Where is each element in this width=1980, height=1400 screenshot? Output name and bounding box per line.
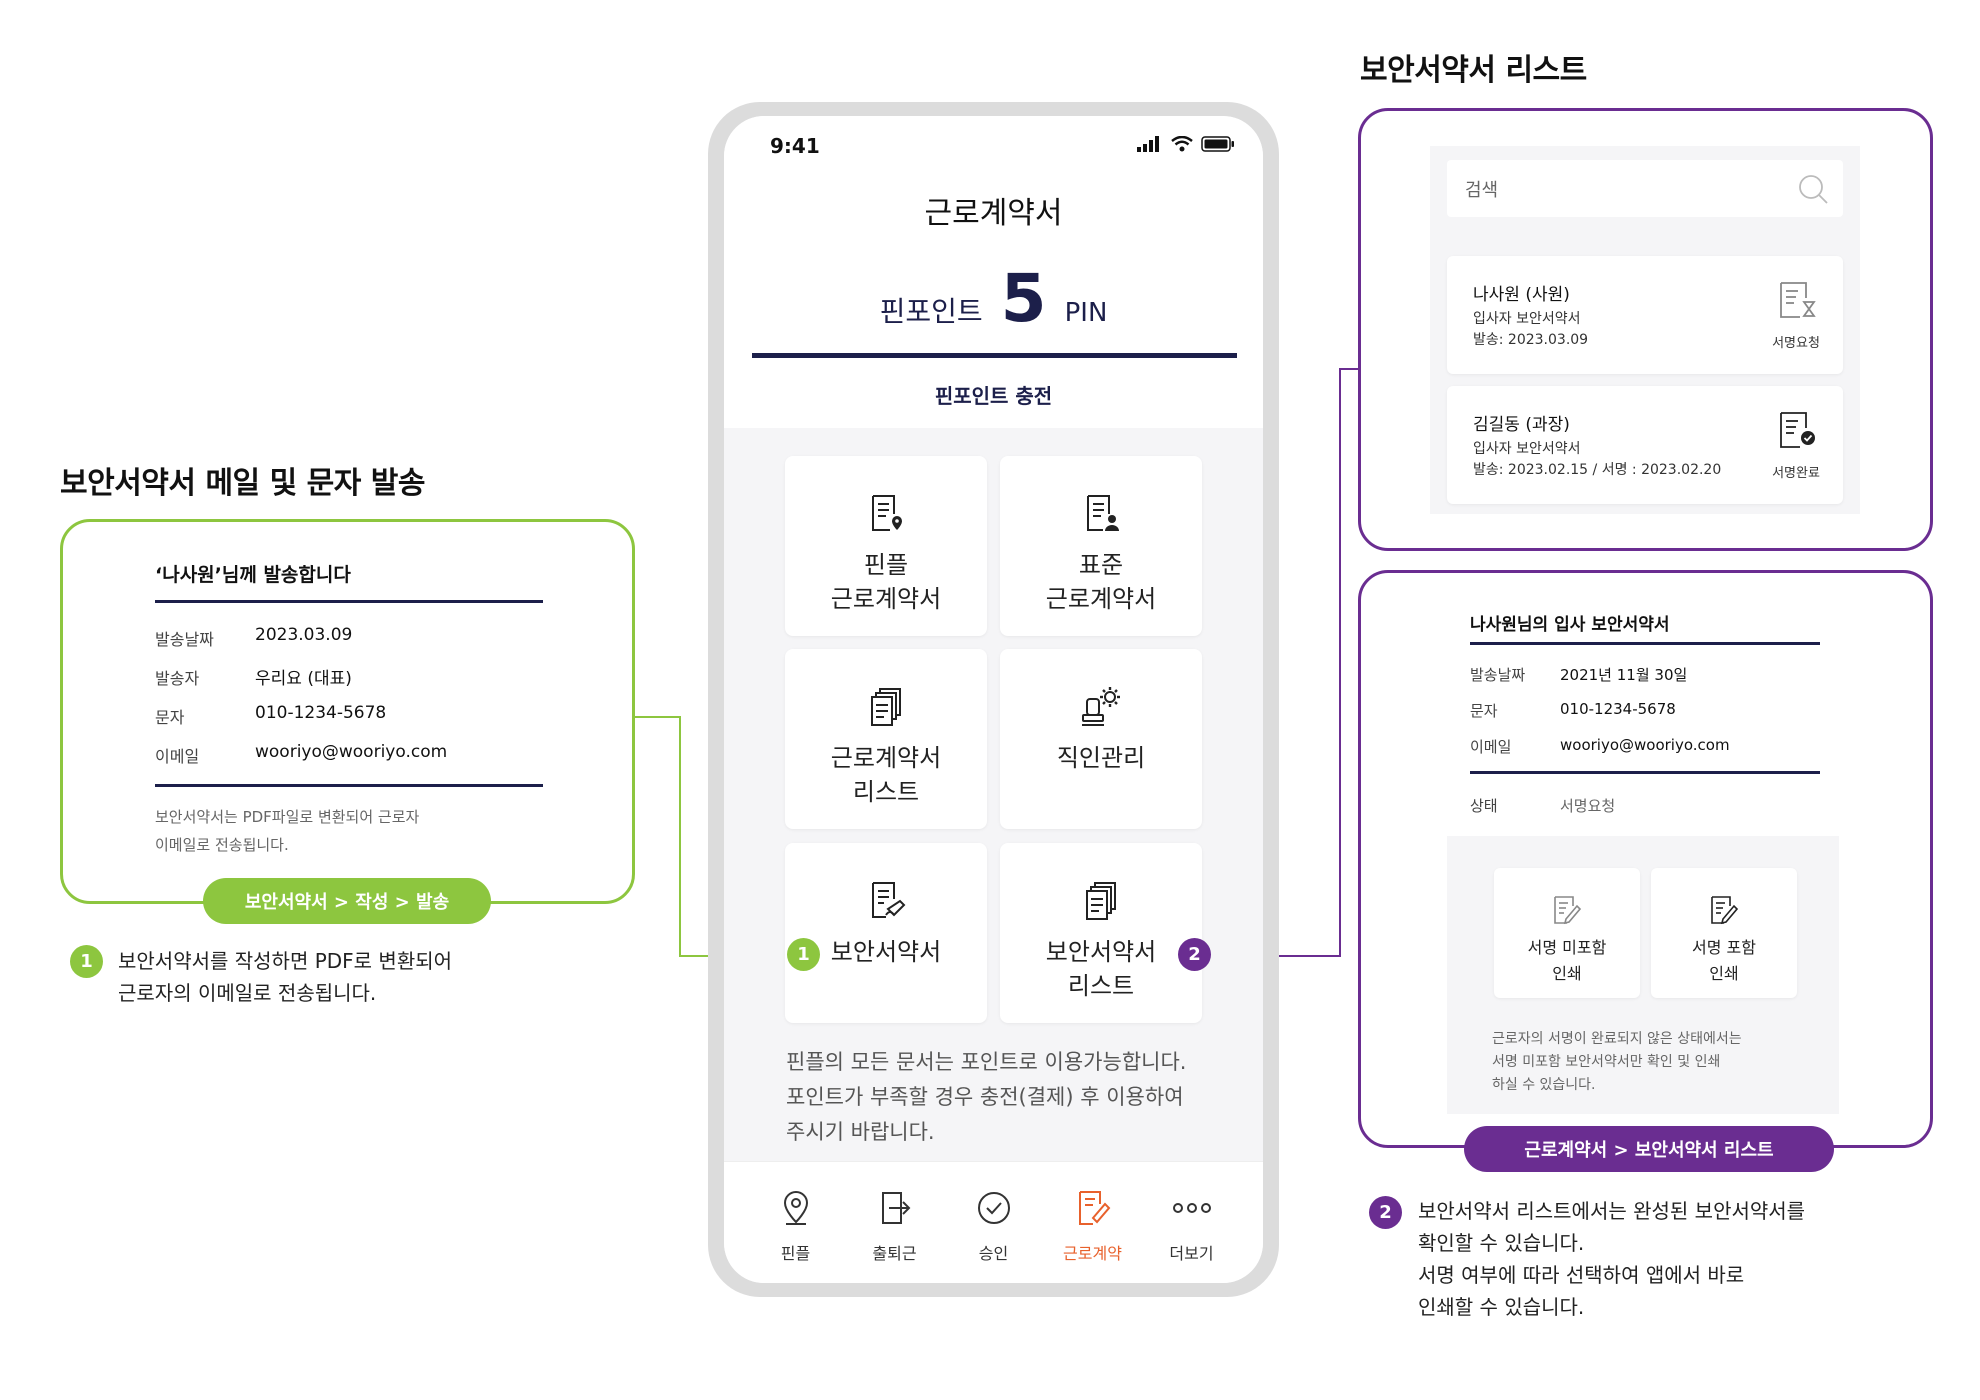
email-value: wooriyo@wooriyo.com	[255, 742, 448, 762]
detail-date-value: 2021년 11월 30일	[1560, 666, 1688, 684]
step-badge-2: 2	[1178, 938, 1211, 971]
tile-seal-management[interactable]: 직인관리	[1000, 649, 1202, 829]
send-date-label: 발송날짜	[155, 630, 214, 649]
tile-pinple-contract[interactable]: 핀플 근로계약서	[785, 456, 987, 636]
tile-security-pledge-list[interactable]: 보안서약서 리스트	[1000, 843, 1202, 1023]
email-label: 이메일	[155, 747, 200, 766]
divider	[1470, 642, 1820, 645]
tile-label: 근로계약서 리스트	[830, 744, 942, 806]
divider	[155, 784, 543, 787]
document-check-icon	[1776, 410, 1816, 454]
location-pin-icon	[776, 1188, 816, 1232]
document-edit-icon	[1494, 894, 1640, 926]
more-dots-icon	[1170, 1188, 1214, 1232]
document-pin-icon	[785, 492, 987, 536]
tile-standard-contract[interactable]: 표준 근로계약서	[1000, 456, 1202, 636]
tile-label: 핀플 근로계약서	[830, 551, 942, 613]
door-enter-icon	[875, 1188, 915, 1232]
page-title: 근로계약서	[924, 196, 1063, 231]
send-preview-panel	[60, 519, 635, 904]
tile-label: 표준 근로계약서	[1045, 551, 1157, 613]
detail-status-value: 서명요청	[1560, 797, 1616, 815]
search-icon[interactable]	[1797, 173, 1829, 209]
print-signed-button[interactable]: 서명 포함 인쇄	[1651, 868, 1797, 998]
connector-line	[635, 716, 680, 718]
detail-email-label: 이메일	[1470, 738, 1512, 756]
points-label: 핀포인트	[879, 295, 983, 328]
divider	[155, 600, 543, 603]
step-1-description: 보안서약서를 작성하면 PDF로 변환되어 근로자의 이메일로 전송됩니다.	[118, 949, 453, 1005]
search-box[interactable]: 검색	[1447, 160, 1843, 217]
document-sign-icon	[785, 879, 987, 923]
detail-sms-value: 010-1234-5678	[1560, 700, 1676, 718]
list-item[interactable]: 나사원 (사원) 입사자 보안서약서 발송: 2023.03.09 서명요청	[1447, 256, 1843, 374]
tile-contract-list[interactable]: 근로계약서 리스트	[785, 649, 987, 829]
path-pill-list: 근로계약서 > 보안서약서 리스트	[1464, 1126, 1834, 1172]
status-indicator: 서명요청	[1767, 280, 1825, 351]
points-notice: 핀플의 모든 문서는 포인트로 이용가능합니다. 포인트가 부족할 경우 충전(…	[786, 1050, 1187, 1144]
path-pill-send: 보안서약서 > 작성 > 발송	[203, 878, 491, 924]
tile-label: 보안서약서	[830, 938, 942, 966]
status-time: 9:41	[770, 134, 820, 158]
document-stack-icon	[1000, 879, 1202, 923]
battery-icon	[1201, 136, 1235, 156]
search-input[interactable]: 검색	[1465, 180, 1499, 201]
charge-points-button[interactable]: 핀포인트 충전	[934, 384, 1053, 408]
wifi-icon	[1171, 135, 1193, 156]
points-display: 핀포인트 5 PIN	[724, 266, 1263, 332]
tile-label: 보안서약서 리스트	[1045, 938, 1157, 1000]
signal-icon	[1137, 136, 1163, 156]
connector-line	[679, 716, 681, 956]
tab-pinple[interactable]: 핀플	[751, 1162, 841, 1283]
send-note: 보안서약서는 PDF파일로 변환되어 근로자 이메일로 전송됩니다.	[155, 808, 420, 854]
detail-sms-label: 문자	[1470, 702, 1498, 720]
sms-label: 문자	[155, 708, 185, 727]
tile-label: 직인관리	[1056, 744, 1146, 772]
phone-screen: 9:41 근로계약서 핀포인트 5 PIN 핀포인트 충전 핀플 근로계약서	[724, 116, 1263, 1283]
connector-line	[1339, 368, 1359, 370]
detail-heading: 나사원님의 입사 보안서약서	[1470, 615, 1670, 635]
sender-label: 발송자	[155, 669, 200, 688]
tile-security-pledge[interactable]: 보안서약서	[785, 843, 987, 1023]
step-badge-2: 2	[1369, 1196, 1402, 1229]
document-hourglass-icon	[1776, 280, 1816, 324]
detail-status-label: 상태	[1470, 797, 1498, 815]
sms-value: 010-1234-5678	[255, 703, 387, 723]
sender-value: 우리요 (대표)	[255, 669, 352, 689]
document-stack-icon	[785, 685, 987, 729]
send-heading: ‘나사원’님께 발송합니다	[155, 564, 351, 586]
points-header	[724, 116, 1263, 428]
status-indicator: 서명완료	[1767, 410, 1825, 481]
tab-more[interactable]: 더보기	[1147, 1162, 1237, 1283]
points-value: 5	[1000, 260, 1047, 337]
check-circle-icon	[974, 1188, 1014, 1232]
document-person-icon	[1000, 492, 1202, 536]
points-divider	[752, 353, 1237, 358]
document-edit-icon	[1651, 894, 1797, 926]
divider	[1470, 771, 1820, 774]
detail-date-label: 발송날짜	[1470, 666, 1526, 684]
step-2-description: 보안서약서 리스트에서는 완성된 보안서약서를 확인할 수 있습니다. 서명 여…	[1418, 1199, 1806, 1319]
left-section-title: 보안서약서 메일 및 문자 발송	[60, 466, 425, 501]
send-date-value: 2023.03.09	[255, 625, 353, 645]
right-section-title: 보안서약서 리스트	[1360, 53, 1587, 88]
detail-email-value: wooriyo@wooriyo.com	[1560, 736, 1730, 754]
contract-sign-icon	[1073, 1188, 1113, 1232]
step-badge-1: 1	[787, 938, 820, 971]
status-icons	[1137, 135, 1235, 156]
tab-approval[interactable]: 승인	[949, 1162, 1039, 1283]
step-badge-1: 1	[70, 945, 103, 978]
print-notice: 근로자의 서명이 완료되지 않은 상태에서는 서명 미포함 보안서약서만 확인 …	[1492, 1031, 1742, 1093]
points-unit: PIN	[1064, 298, 1108, 328]
connector-line	[1339, 368, 1341, 957]
bottom-tab-bar: 핀플 출퇴근 승인 근로계약 더보기	[724, 1161, 1263, 1283]
print-unsigned-button[interactable]: 서명 미포함 인쇄	[1494, 868, 1640, 998]
tab-attendance[interactable]: 출퇴근	[850, 1162, 940, 1283]
tab-contract[interactable]: 근로계약	[1048, 1162, 1138, 1283]
list-item[interactable]: 김길동 (과장) 입사자 보안서약서 발송: 2023.02.15 / 서명 :…	[1447, 386, 1843, 504]
stamp-gear-icon	[1000, 685, 1202, 729]
